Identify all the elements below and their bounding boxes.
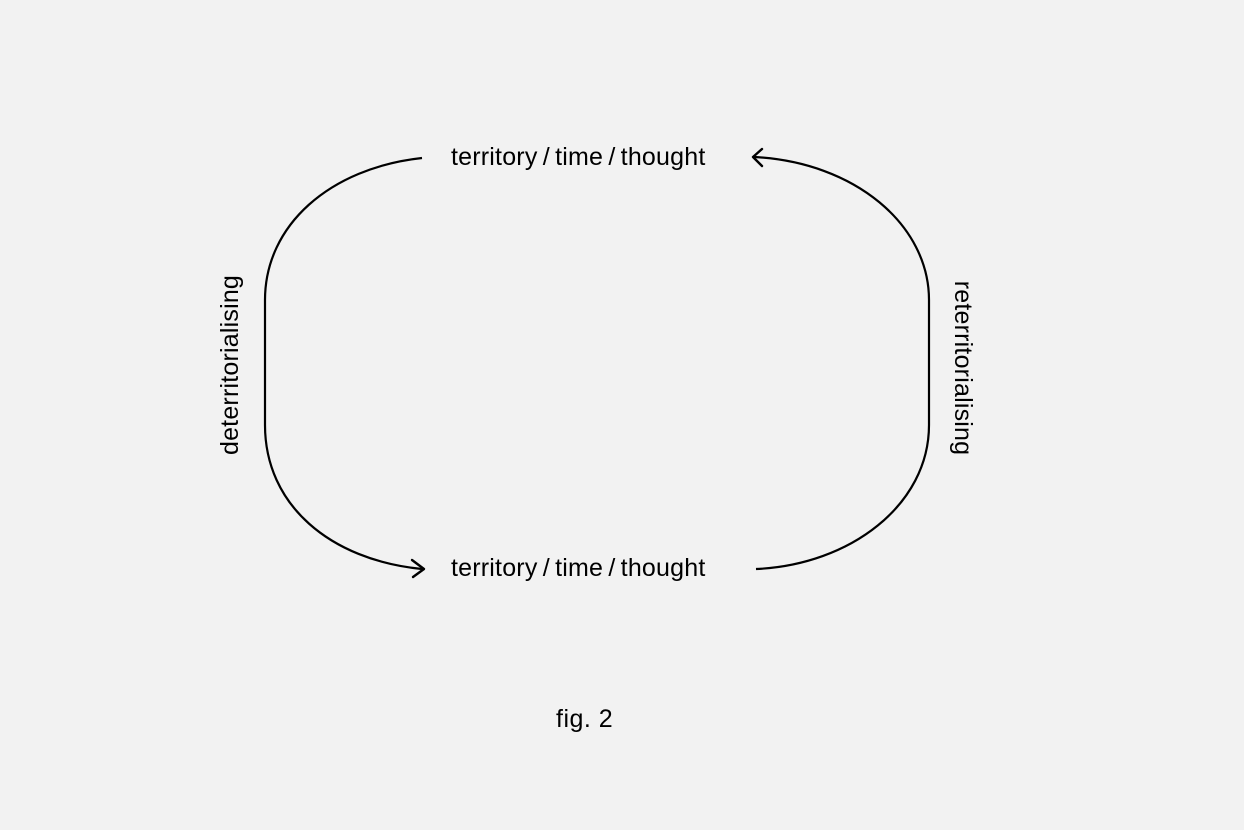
left-process-label: deterritorialising	[216, 274, 244, 456]
right-arrowhead	[751, 147, 764, 168]
figure-caption: fig. 2	[556, 705, 614, 733]
top-node-label: territory / time / thought	[451, 143, 706, 171]
right-arc-arrow	[753, 155, 931, 571]
right-process-label: reterritorialising	[949, 280, 977, 456]
left-arrowhead	[410, 558, 426, 579]
left-arc-arrow	[263, 156, 423, 571]
bottom-node-label: territory / time / thought	[451, 554, 706, 582]
